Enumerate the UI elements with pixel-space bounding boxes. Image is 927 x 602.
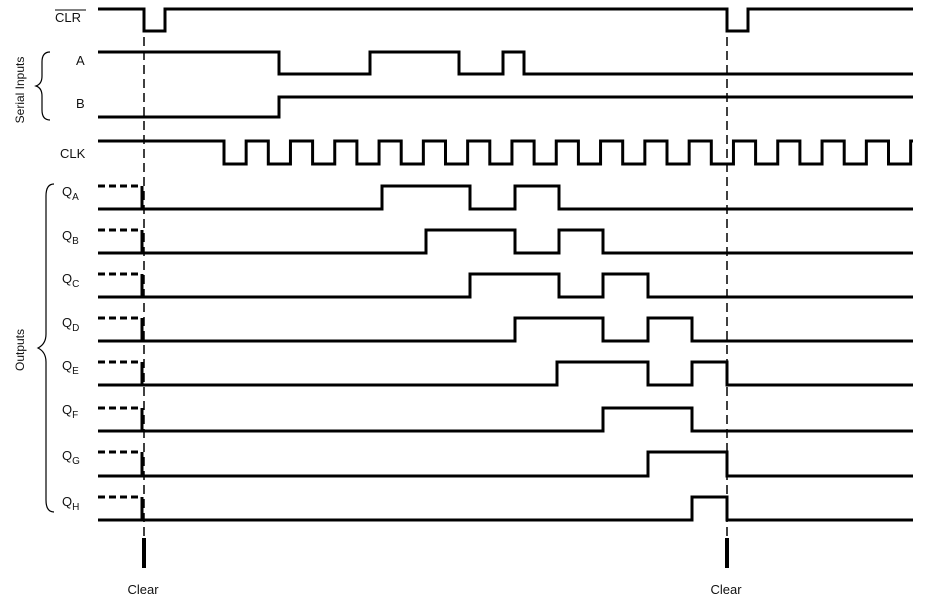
qa-waveform — [98, 184, 913, 211]
qg-label: QG — [62, 448, 80, 467]
clk-waveform — [98, 139, 913, 166]
qf-waveform — [98, 406, 913, 433]
a-waveform — [98, 50, 913, 76]
qd-label: QD — [62, 315, 79, 334]
b-waveform — [98, 95, 913, 119]
qh-label: QH — [62, 494, 79, 513]
clear-label-right: Clear — [710, 582, 742, 597]
clear-marker-left — [142, 538, 146, 568]
qg-waveform — [98, 450, 913, 478]
serial-inputs-brace — [34, 51, 51, 121]
qd-waveform — [98, 316, 913, 343]
outputs-brace — [36, 183, 55, 513]
outputs-group-label: Outputs — [13, 329, 27, 371]
clear-marker-right — [725, 538, 729, 568]
qc-waveform — [98, 272, 913, 299]
qe-waveform — [98, 360, 913, 387]
qf-label: QF — [62, 402, 78, 421]
qc-label: QC — [62, 271, 79, 290]
serial-inputs-group-label: Serial Inputs — [13, 57, 27, 124]
qa-label: QA — [62, 184, 79, 203]
b-label: B — [76, 96, 85, 111]
clr-waveform — [98, 7, 913, 33]
clr-label: CLR — [55, 10, 81, 25]
output-waveforms — [98, 184, 913, 522]
qe-label: QE — [62, 358, 79, 377]
clk-label: CLK — [60, 146, 86, 161]
a-label: A — [76, 53, 85, 68]
output-labels: QA QB QC QD QE QF QG QH — [62, 184, 80, 513]
qb-waveform — [98, 228, 913, 255]
qb-label: QB — [62, 228, 79, 247]
clear-label-left: Clear — [127, 582, 159, 597]
qh-waveform — [98, 495, 913, 522]
